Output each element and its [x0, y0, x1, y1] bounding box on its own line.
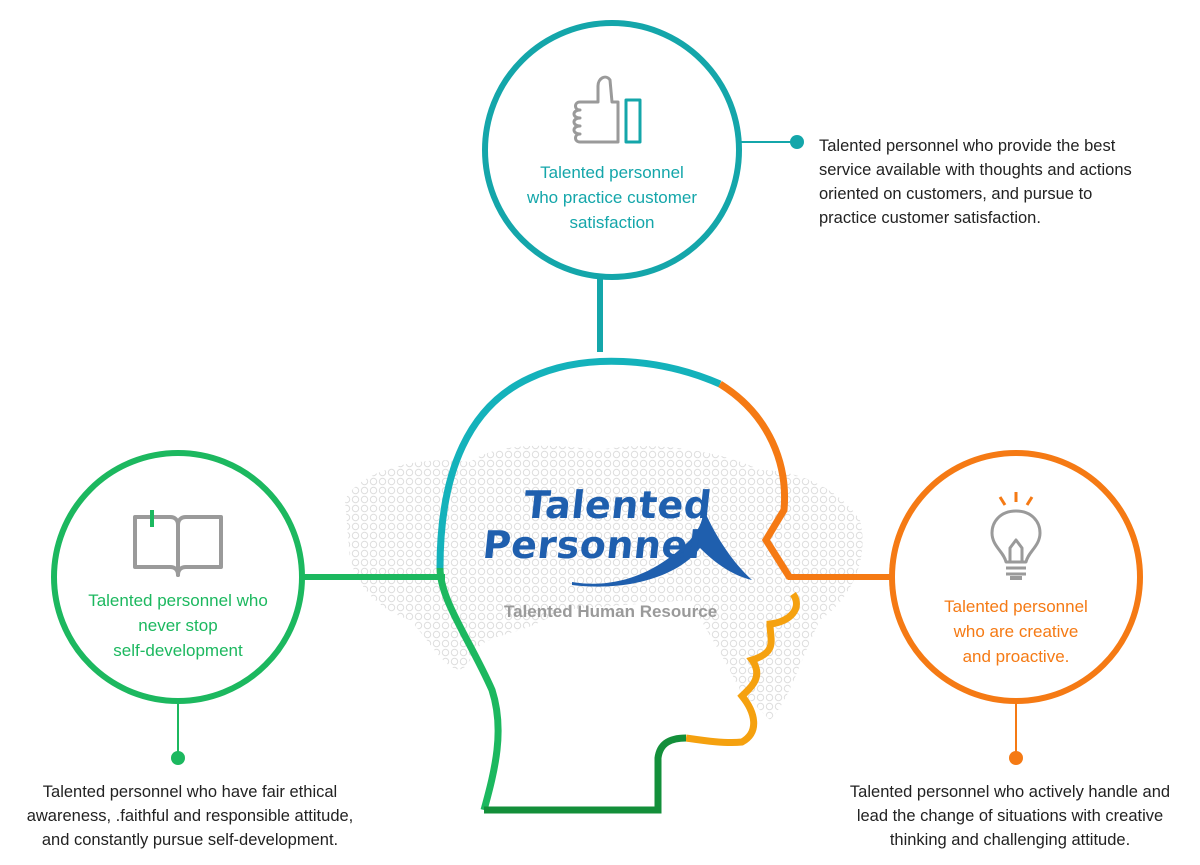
- connector-dot-green: [171, 751, 185, 765]
- title-line: who are creative: [953, 622, 1079, 641]
- connectors: [177, 141, 1017, 758]
- title-line: Talented personnel who: [88, 591, 268, 610]
- logo-tagline: Talented Human Resource: [504, 602, 718, 621]
- open-book-icon: [133, 510, 223, 577]
- title-line: and proactive.: [962, 647, 1070, 666]
- desc-line: and constantly pursue self-development.: [41, 831, 339, 849]
- desc-line: oriented on customers, and pursue to: [819, 185, 1093, 203]
- head-segment-darkgreen: [484, 734, 687, 814]
- title-line: satisfaction: [569, 213, 655, 232]
- title-line: Talented personnel: [540, 163, 684, 182]
- title-line: Talented personnel: [944, 597, 1088, 616]
- connector-dot-orange: [1009, 751, 1023, 765]
- circle-customer-satisfaction: [482, 20, 742, 280]
- title-line: self-development: [113, 641, 243, 660]
- self-development-title: Talented personnel who never stop self-d…: [63, 588, 293, 663]
- desc-line: Talented personnel who provide the best: [819, 137, 1116, 155]
- desc-line: Talented personnel who actively handle a…: [849, 783, 1171, 801]
- head-segment-green: [436, 567, 502, 811]
- creative-title: Talented personnel who are creative and …: [901, 594, 1131, 669]
- desc-line: practice customer satisfaction.: [819, 209, 1041, 227]
- desc-line: thinking and challenging attitude.: [889, 831, 1131, 849]
- head-segment-teal: [436, 357, 722, 569]
- head-segment-yellow-face: [685, 591, 800, 746]
- head-outline: [436, 357, 800, 814]
- lightbulb-icon: [990, 492, 1042, 580]
- title-line: who practice customer: [526, 188, 698, 207]
- customer-satisfaction-description: Talented personnel who provide the best …: [819, 134, 1189, 230]
- head-segment-orange-top: [718, 381, 793, 580]
- logo-title-line1: Talented: [521, 483, 714, 527]
- desc-line: awareness, .faithful and responsible att…: [26, 807, 354, 825]
- world-map-background: [345, 445, 863, 720]
- thumbs-up-icon: [572, 75, 642, 144]
- creative-description: Talented personnel who actively handle a…: [820, 780, 1200, 852]
- title-line: never stop: [138, 616, 218, 635]
- connector-dot-teal: [790, 135, 804, 149]
- desc-line: lead the change of situations with creat…: [856, 807, 1164, 825]
- desc-line: Talented personnel who have fair ethical: [42, 783, 338, 801]
- self-development-description: Talented personnel who have fair ethical…: [0, 780, 380, 852]
- logo-swoosh: [572, 505, 752, 587]
- customer-satisfaction-title: Talented personnel who practice customer…: [497, 160, 727, 235]
- logo-title-line2: Personnel: [480, 523, 704, 567]
- desc-line: service available with thoughts and acti…: [819, 161, 1132, 179]
